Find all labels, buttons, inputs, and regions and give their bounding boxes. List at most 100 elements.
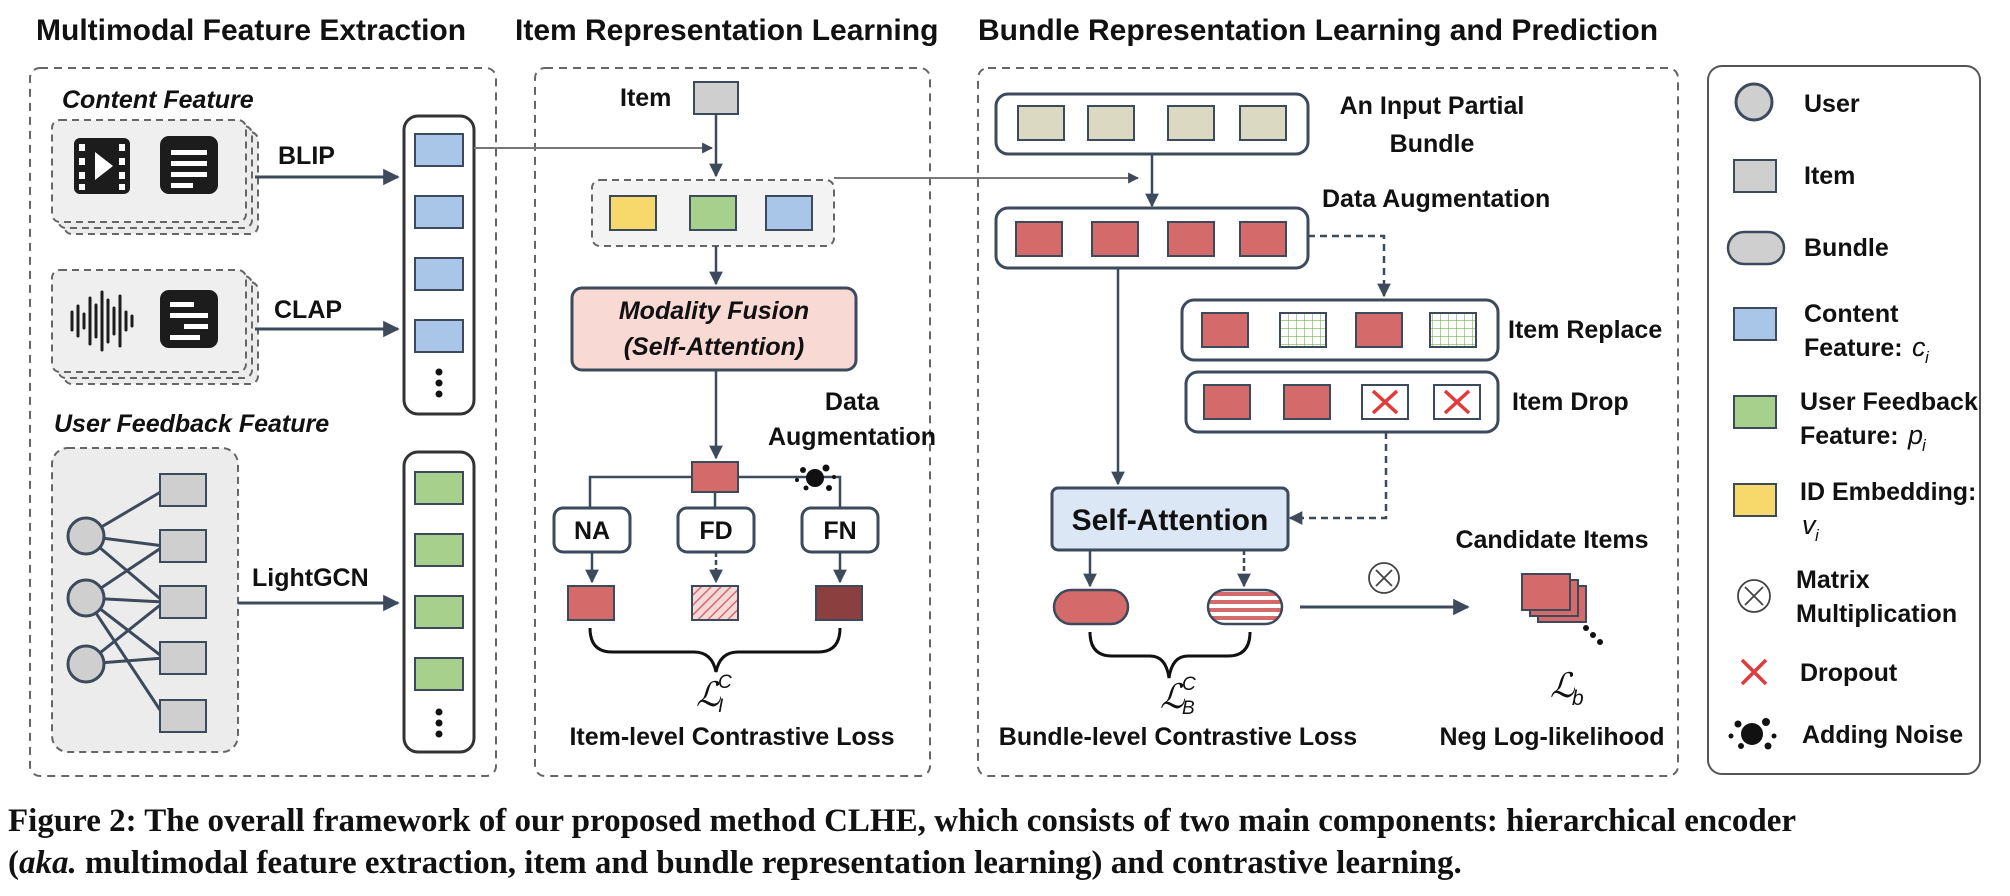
legend-bundle-icon bbox=[1726, 230, 1786, 266]
legend-content-label-1: Content bbox=[1804, 300, 1899, 328]
item-loss-symbol: ℒ I C bbox=[696, 672, 732, 717]
feedback-feature-vector bbox=[414, 657, 464, 691]
input-bundle-label-1: An Input Partial bbox=[1340, 92, 1525, 120]
item-data-aug-label-1: Data bbox=[825, 388, 880, 416]
legend-content-label-2: Feature: bbox=[1804, 334, 1903, 362]
item-replace-box bbox=[1180, 298, 1500, 362]
augmented-view-fd bbox=[691, 585, 739, 621]
content-feature-label: Content Feature bbox=[62, 86, 254, 114]
caption-line-1: Figure 2: The overall framework of our p… bbox=[8, 803, 1797, 839]
replaced-item bbox=[1279, 312, 1327, 348]
section-title-item-repr: Item Representation Learning bbox=[515, 14, 938, 47]
clap-label: CLAP bbox=[274, 296, 342, 324]
legend-user-label: User bbox=[1804, 90, 1860, 118]
caption-line-2-rest: multimodal feature extraction, item and … bbox=[76, 845, 1462, 881]
legend-id-symbol: v bbox=[1802, 510, 1817, 540]
legend-dropout-icon bbox=[1740, 658, 1768, 686]
replace-item bbox=[1355, 312, 1403, 348]
svg-text:ℒ: ℒ bbox=[696, 676, 722, 714]
replaced-item bbox=[1429, 312, 1477, 348]
panel-item-repr bbox=[534, 67, 931, 777]
drop-to-attention-arrow bbox=[1288, 432, 1388, 525]
svg-text:B: B bbox=[1182, 698, 1195, 719]
legend-feedback-icon bbox=[1733, 395, 1777, 429]
svg-text:b: b bbox=[1572, 687, 1584, 710]
bundle-item-emb bbox=[1091, 221, 1139, 257]
item-contrast-brace bbox=[588, 627, 842, 673]
ellipsis-dots bbox=[435, 708, 443, 738]
self-attention-label: Self-Attention bbox=[1072, 504, 1269, 537]
legend-content-icon bbox=[1733, 307, 1777, 341]
legend-id-label: ID Embedding: bbox=[1800, 478, 1976, 506]
bundle-item bbox=[1017, 105, 1065, 141]
dropped-item bbox=[1361, 384, 1409, 420]
panel-bundle-repr bbox=[977, 67, 1679, 777]
candidate-items-stack bbox=[1521, 573, 1603, 645]
item-node bbox=[159, 585, 207, 619]
svg-text:C: C bbox=[1182, 674, 1196, 695]
legend-bundle-label: Bundle bbox=[1804, 234, 1889, 262]
legend-matmul-label-1: Matrix bbox=[1796, 566, 1870, 594]
subtitle-icon bbox=[160, 290, 218, 348]
bundle-item bbox=[1239, 105, 1287, 141]
legend-id-sub: i bbox=[1815, 526, 1820, 545]
svg-text:C: C bbox=[718, 672, 732, 693]
feedback-feature-vector bbox=[414, 471, 464, 505]
feedback-feature-vector bbox=[689, 195, 737, 231]
item-representation bbox=[691, 461, 739, 493]
content-feature-vector bbox=[765, 195, 813, 231]
candidate-items-label: Candidate Items bbox=[1455, 526, 1648, 554]
user-node bbox=[66, 644, 106, 684]
section-title-multimodal: Multimodal Feature Extraction bbox=[36, 14, 466, 47]
item-label: Item bbox=[620, 84, 671, 112]
feedback-feature-vector bbox=[414, 595, 464, 629]
legend-noise-icon bbox=[1728, 718, 1777, 750]
svg-text:ℒ: ℒ bbox=[1550, 667, 1576, 705]
augmented-view-fn bbox=[815, 585, 863, 621]
user-feedback-label: User Feedback Feature bbox=[54, 410, 329, 438]
self-attention-block bbox=[1050, 486, 1290, 552]
bundle-data-aug-label: Data Augmentation bbox=[1322, 185, 1550, 213]
legend-content-symbol: c bbox=[1912, 332, 1926, 362]
item-drop-box bbox=[1184, 370, 1500, 434]
video-icon bbox=[74, 138, 130, 194]
section-title-bundle-repr: Bundle Representation Learning and Predi… bbox=[978, 14, 1658, 47]
figure-caption: Figure 2: The overall framework of our p… bbox=[8, 800, 2003, 884]
matrix-multiplication-icon bbox=[1368, 562, 1400, 594]
input-bundle-label-2: Bundle bbox=[1390, 130, 1475, 158]
legend-dropout-label: Dropout bbox=[1800, 659, 1898, 687]
bundle-item-emb bbox=[1015, 221, 1063, 257]
svg-text:ℒ: ℒ bbox=[1160, 678, 1186, 716]
augmented-view-na bbox=[567, 585, 615, 621]
aug-op-fn-label: FN bbox=[823, 517, 856, 545]
ellipsis-dots bbox=[435, 368, 443, 398]
legend-noise-label: Adding Noise bbox=[1802, 721, 1963, 749]
aug-op-fd-label: FD bbox=[699, 517, 732, 545]
bundle-item-emb bbox=[1239, 221, 1287, 257]
user-node bbox=[66, 578, 106, 618]
caption-aka: aka. bbox=[19, 845, 77, 881]
content-feature-vector bbox=[414, 133, 464, 167]
panel-multimodal bbox=[29, 67, 497, 777]
bundle-item bbox=[1087, 105, 1135, 141]
bundle-loss-symbol: ℒ B C bbox=[1160, 674, 1196, 719]
kept-item bbox=[1203, 384, 1251, 420]
item-data-aug-label-2: Augmentation bbox=[768, 423, 936, 451]
replace-item bbox=[1201, 312, 1249, 348]
bundle-item bbox=[1167, 105, 1215, 141]
legend-item-label: Item bbox=[1804, 162, 1855, 190]
legend-feedback-label-2: Feature: bbox=[1800, 422, 1899, 450]
bundle-contrast-brace bbox=[1088, 631, 1252, 679]
legend-matmul-icon bbox=[1737, 579, 1771, 613]
aug-branch-lines bbox=[588, 475, 842, 508]
blip-label: BLIP bbox=[278, 142, 335, 170]
lightgcn-label: LightGCN bbox=[252, 564, 369, 592]
neg-log-likelihood-label: Neg Log-likelihood bbox=[1440, 723, 1665, 751]
modality-fusion-block bbox=[570, 286, 858, 372]
bundle-embedding bbox=[1052, 588, 1130, 626]
prediction-loss-symbol: ℒ b bbox=[1550, 667, 1584, 710]
item-contrastive-loss-label: Item-level Contrastive Loss bbox=[569, 723, 894, 751]
text-document-icon bbox=[160, 136, 218, 194]
feedback-feature-vector bbox=[414, 533, 464, 567]
